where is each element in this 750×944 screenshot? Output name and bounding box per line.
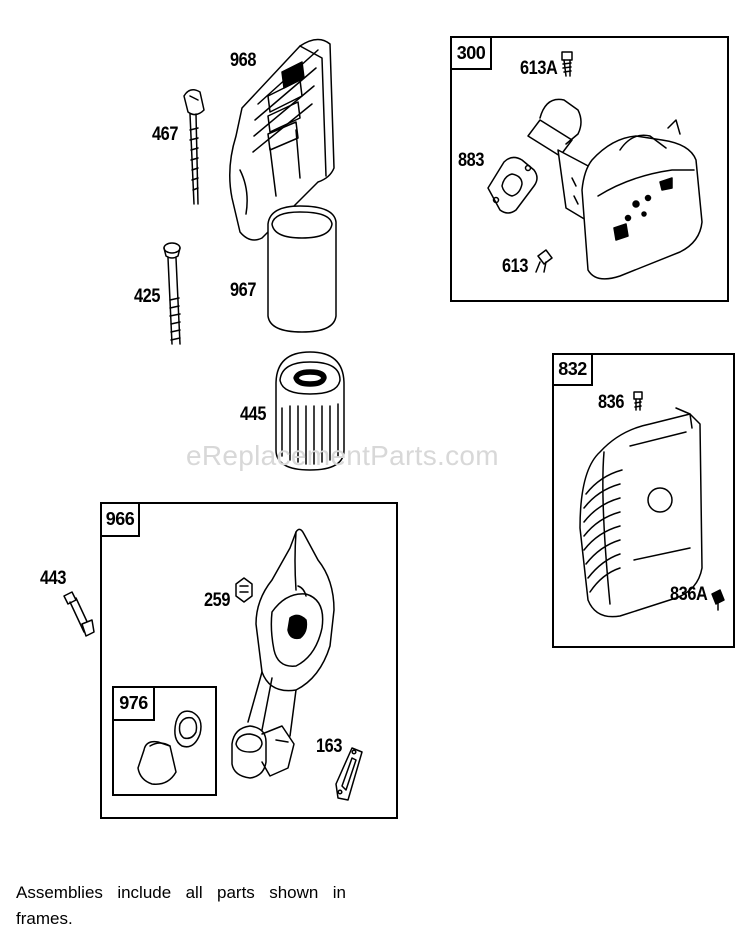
gasket-163 [336, 748, 362, 800]
screw-613a [562, 52, 572, 76]
part-label-613a: 613A [520, 58, 558, 79]
nut-259 [236, 578, 252, 602]
screw-613 [536, 250, 552, 272]
part-label-163: 163 [316, 736, 342, 757]
assembly-frame-832 [552, 353, 735, 648]
pin-443 [64, 592, 94, 636]
part-label-443: 443 [40, 568, 66, 589]
part-label-968: 968 [230, 50, 256, 71]
filter-cartridge-445 [276, 352, 344, 470]
muffler-assembly-300 [528, 99, 702, 279]
knob-screw-467 [184, 90, 204, 204]
gasket-883 [488, 157, 537, 213]
air-cleaner-cover-968 [230, 39, 334, 240]
part-label-467: 467 [152, 124, 178, 145]
pre-cleaner-967 [268, 206, 336, 332]
part-label-883: 883 [458, 150, 484, 171]
assembly-tag-832: 832 [552, 353, 593, 386]
part-label-836: 836 [598, 392, 624, 413]
bolt-425 [164, 243, 180, 344]
screw-836 [634, 392, 642, 410]
assembly-tag-966: 966 [100, 502, 140, 537]
assembly-tag-300: 300 [450, 36, 492, 70]
assembly-frame-976 [112, 686, 217, 796]
part-label-836a: 836A [670, 584, 708, 605]
part-label-425: 425 [134, 286, 160, 307]
part-label-259: 259 [204, 590, 230, 611]
assemblies-footnote: Assemblies include all parts shown in fr… [16, 883, 346, 928]
elbow-kit-976 [138, 711, 201, 784]
assembly-frame-300 [450, 36, 729, 302]
muffler-guard-832 [580, 408, 702, 617]
part-label-967: 967 [230, 280, 256, 301]
assembly-tag-976: 976 [112, 686, 155, 721]
air-cleaner-base-966 [232, 529, 334, 778]
assembly-frame-966 [100, 502, 398, 819]
part-label-445: 445 [240, 404, 266, 425]
part-label-613: 613 [502, 256, 528, 277]
screw-836a [712, 590, 724, 610]
watermark: eReplacementParts.com [186, 440, 499, 471]
